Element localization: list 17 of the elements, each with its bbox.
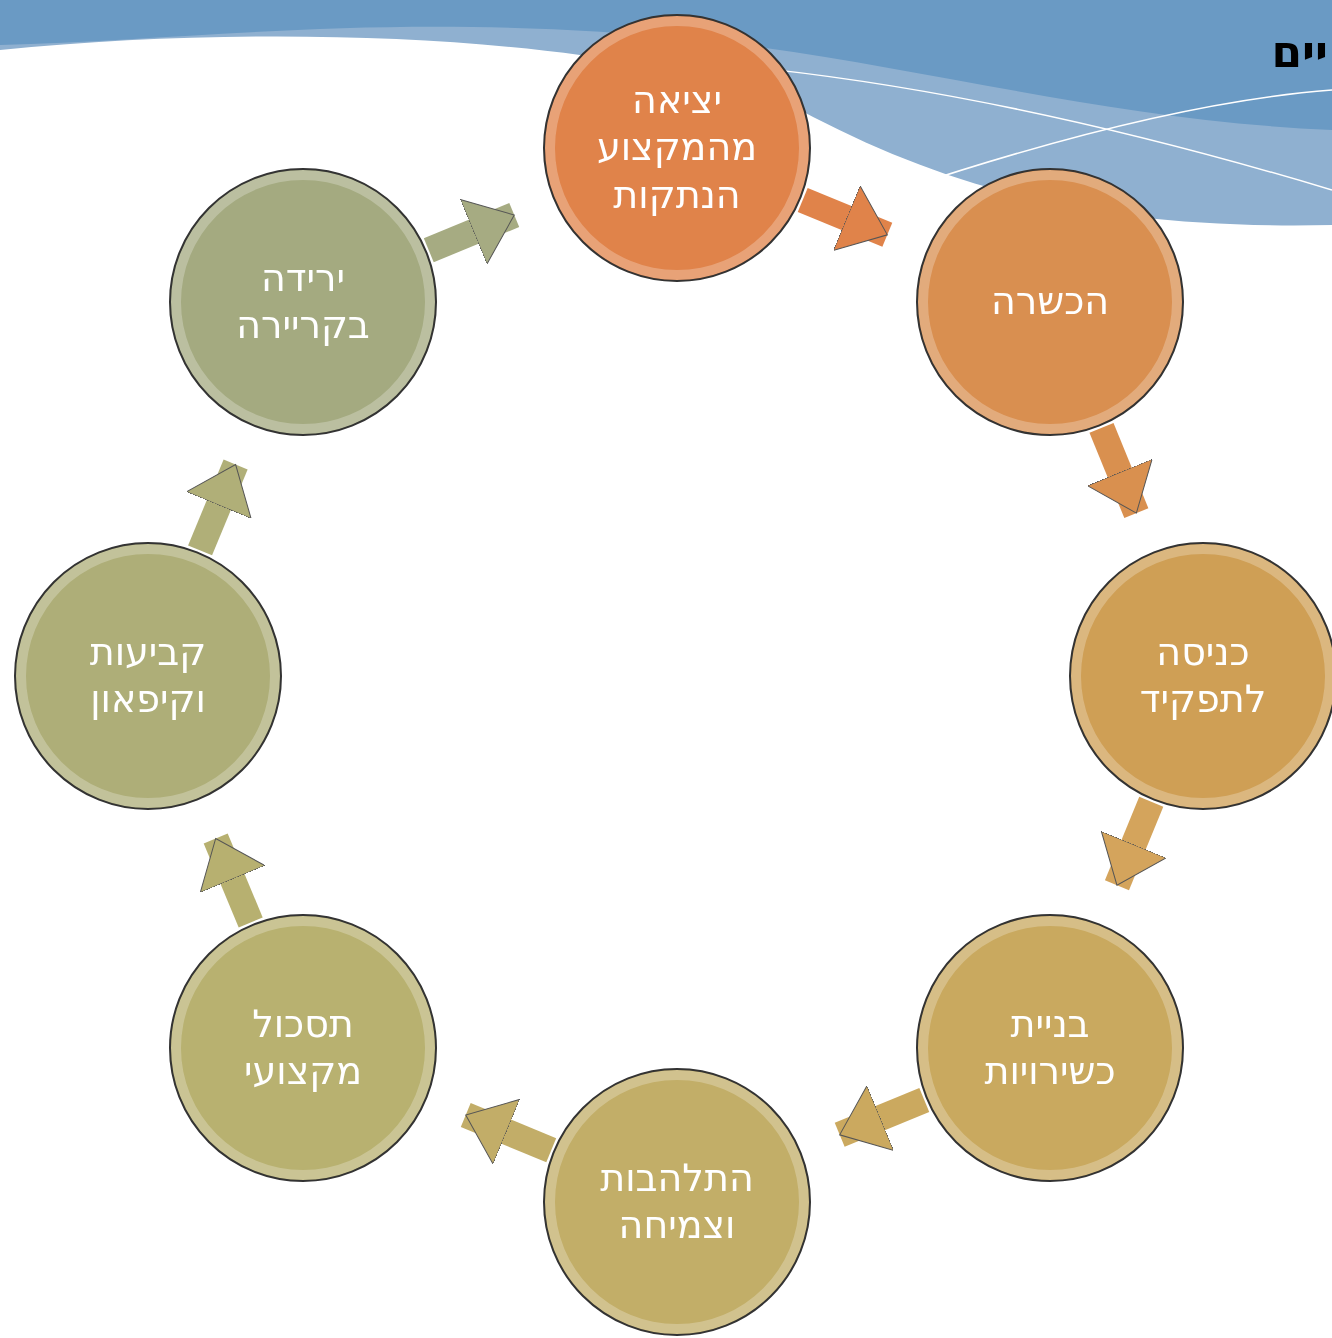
stage-label: בניית כשירויות — [983, 1000, 1117, 1095]
stage-label: כניסה לתפקיד — [1138, 628, 1268, 723]
stage-label: קביעות וקיפאון — [88, 628, 208, 723]
block-arrow — [423, 198, 520, 265]
stage-label: תסכול מקצועי — [243, 1000, 363, 1095]
stage-label: הכשרה — [989, 278, 1111, 326]
block-arrow — [185, 459, 252, 556]
stage-label: יציאה מהמקצוע הנתקות — [595, 76, 759, 219]
stage-label: התלהבות וצמיחה — [599, 1154, 755, 1249]
block-arrow — [797, 185, 893, 251]
stage-label: ירידה בקריירה — [235, 254, 371, 349]
block-arrow — [834, 1085, 930, 1151]
title: יים — [1271, 30, 1328, 74]
block-arrow — [1100, 796, 1167, 891]
block-arrow — [199, 833, 266, 928]
block-arrow — [1086, 422, 1153, 518]
block-arrow — [460, 1098, 557, 1165]
